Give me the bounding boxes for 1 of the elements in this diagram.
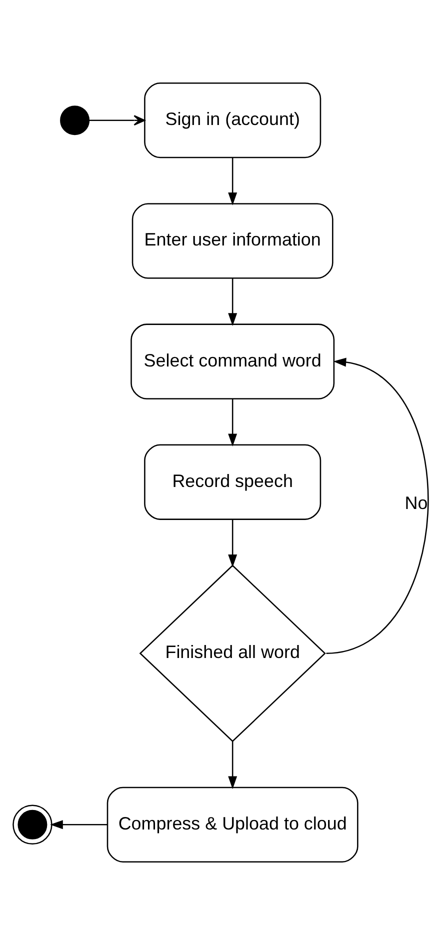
edge-label: No	[404, 492, 428, 513]
